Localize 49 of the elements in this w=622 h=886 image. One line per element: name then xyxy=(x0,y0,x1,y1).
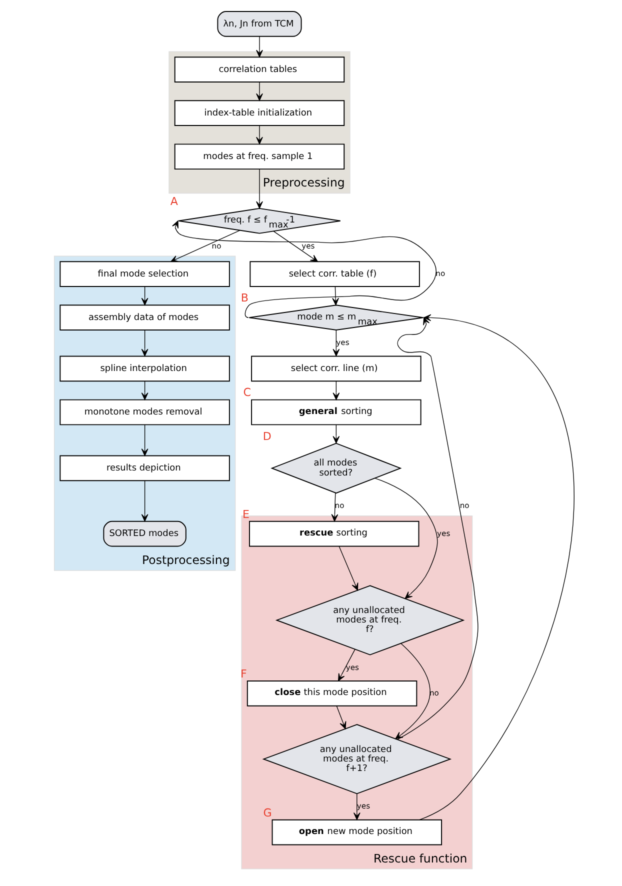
node-box: monotone modes removal xyxy=(59,399,230,426)
node-box: select corr. line (m) xyxy=(250,356,421,382)
arrow xyxy=(140,424,148,456)
arrow xyxy=(256,168,262,209)
node-box: general sorting xyxy=(250,399,421,426)
arrow xyxy=(352,793,360,820)
node-label: D xyxy=(262,430,271,443)
arrow xyxy=(140,381,148,400)
arrow xyxy=(418,314,574,820)
arrow xyxy=(256,125,262,144)
node-box: rescue sorting xyxy=(248,520,419,547)
node-diamond: any unallocated modes at freq. f+1? xyxy=(262,724,452,794)
node-box: final mode selection xyxy=(59,261,230,287)
arrow xyxy=(394,643,430,740)
node-box: close this mode position xyxy=(246,680,417,706)
arrow xyxy=(374,478,438,599)
node-box: modes at freq. sample 1 xyxy=(174,144,344,170)
arrow xyxy=(336,706,346,730)
node-diamond: all modes sorted? xyxy=(270,442,402,494)
node-diamond: any unallocated modes at freq. f? xyxy=(274,585,464,656)
node-box: open new mode position xyxy=(271,819,442,846)
arrow xyxy=(140,330,148,356)
node-label: F xyxy=(240,667,246,680)
arrow xyxy=(256,82,262,101)
node-label: B xyxy=(240,292,248,305)
node-label: A xyxy=(170,194,178,208)
arrow xyxy=(332,381,340,400)
arrow xyxy=(330,492,338,522)
arrow xyxy=(396,317,478,740)
node-box: correlation tables xyxy=(174,56,344,82)
arrow xyxy=(338,546,358,591)
arrow xyxy=(140,480,148,522)
node-box: λn, Jn from TCM xyxy=(216,11,302,37)
node-box: results depiction xyxy=(59,455,230,482)
node-box: index-table initialization xyxy=(174,100,344,126)
node-label: G xyxy=(262,806,272,820)
arrow xyxy=(332,424,340,444)
arrow xyxy=(170,230,240,262)
node-box: assembly data of modes xyxy=(59,304,230,331)
node-label: C xyxy=(242,386,250,400)
arrow xyxy=(332,286,339,306)
arrow xyxy=(140,286,148,306)
arrow xyxy=(338,648,355,682)
node-box: spline interpolation xyxy=(59,356,230,382)
node-box: SORTED modes xyxy=(102,520,186,547)
arrow xyxy=(272,230,318,262)
arrow xyxy=(256,36,262,58)
arrow xyxy=(332,330,340,356)
node-box: select corr. table (f) xyxy=(249,261,420,287)
